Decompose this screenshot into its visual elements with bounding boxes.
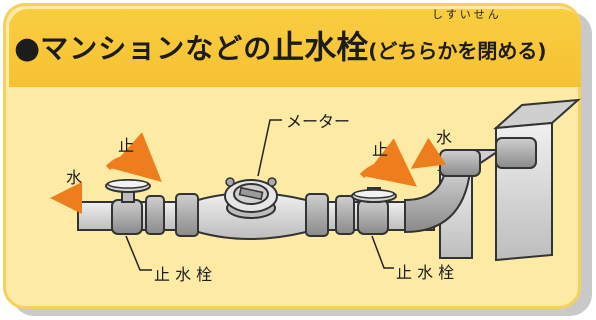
- valve-right: [351, 187, 397, 235]
- stop-label-right: 止: [372, 140, 389, 159]
- page-title: ●マンションなどの止水栓(どちらかを閉める): [14, 22, 547, 68]
- pipe-nuts: [145, 193, 355, 237]
- title-bullet: ●: [14, 31, 41, 66]
- water-label-right: 水: [436, 128, 453, 147]
- valve-left: [105, 179, 151, 235]
- title-band: [9, 9, 581, 87]
- rotate-arrow-left: [105, 132, 162, 182]
- water-meter: [197, 177, 307, 240]
- title-ruby: しすいせん: [432, 8, 502, 21]
- meter-leader: [257, 119, 282, 177]
- rotate-arrow-right: [359, 138, 417, 187]
- valve-left-leader: [125, 235, 152, 271]
- title-main: マンションなどの: [40, 32, 273, 65]
- valve-right-leader: [371, 235, 394, 269]
- valve-label-right: 止 水 栓: [396, 263, 455, 282]
- elbow-fitting: [404, 137, 537, 234]
- title-note: (どちらかを閉める): [368, 39, 547, 63]
- valve-label-left: 止 水 栓: [154, 265, 213, 284]
- flow-arrow-right: [410, 137, 447, 169]
- meter-label: メーター: [286, 112, 351, 131]
- title-emphasis: 止水栓: [272, 28, 369, 66]
- water-label-left: 水: [66, 168, 83, 187]
- stop-label-left: 止: [118, 136, 135, 155]
